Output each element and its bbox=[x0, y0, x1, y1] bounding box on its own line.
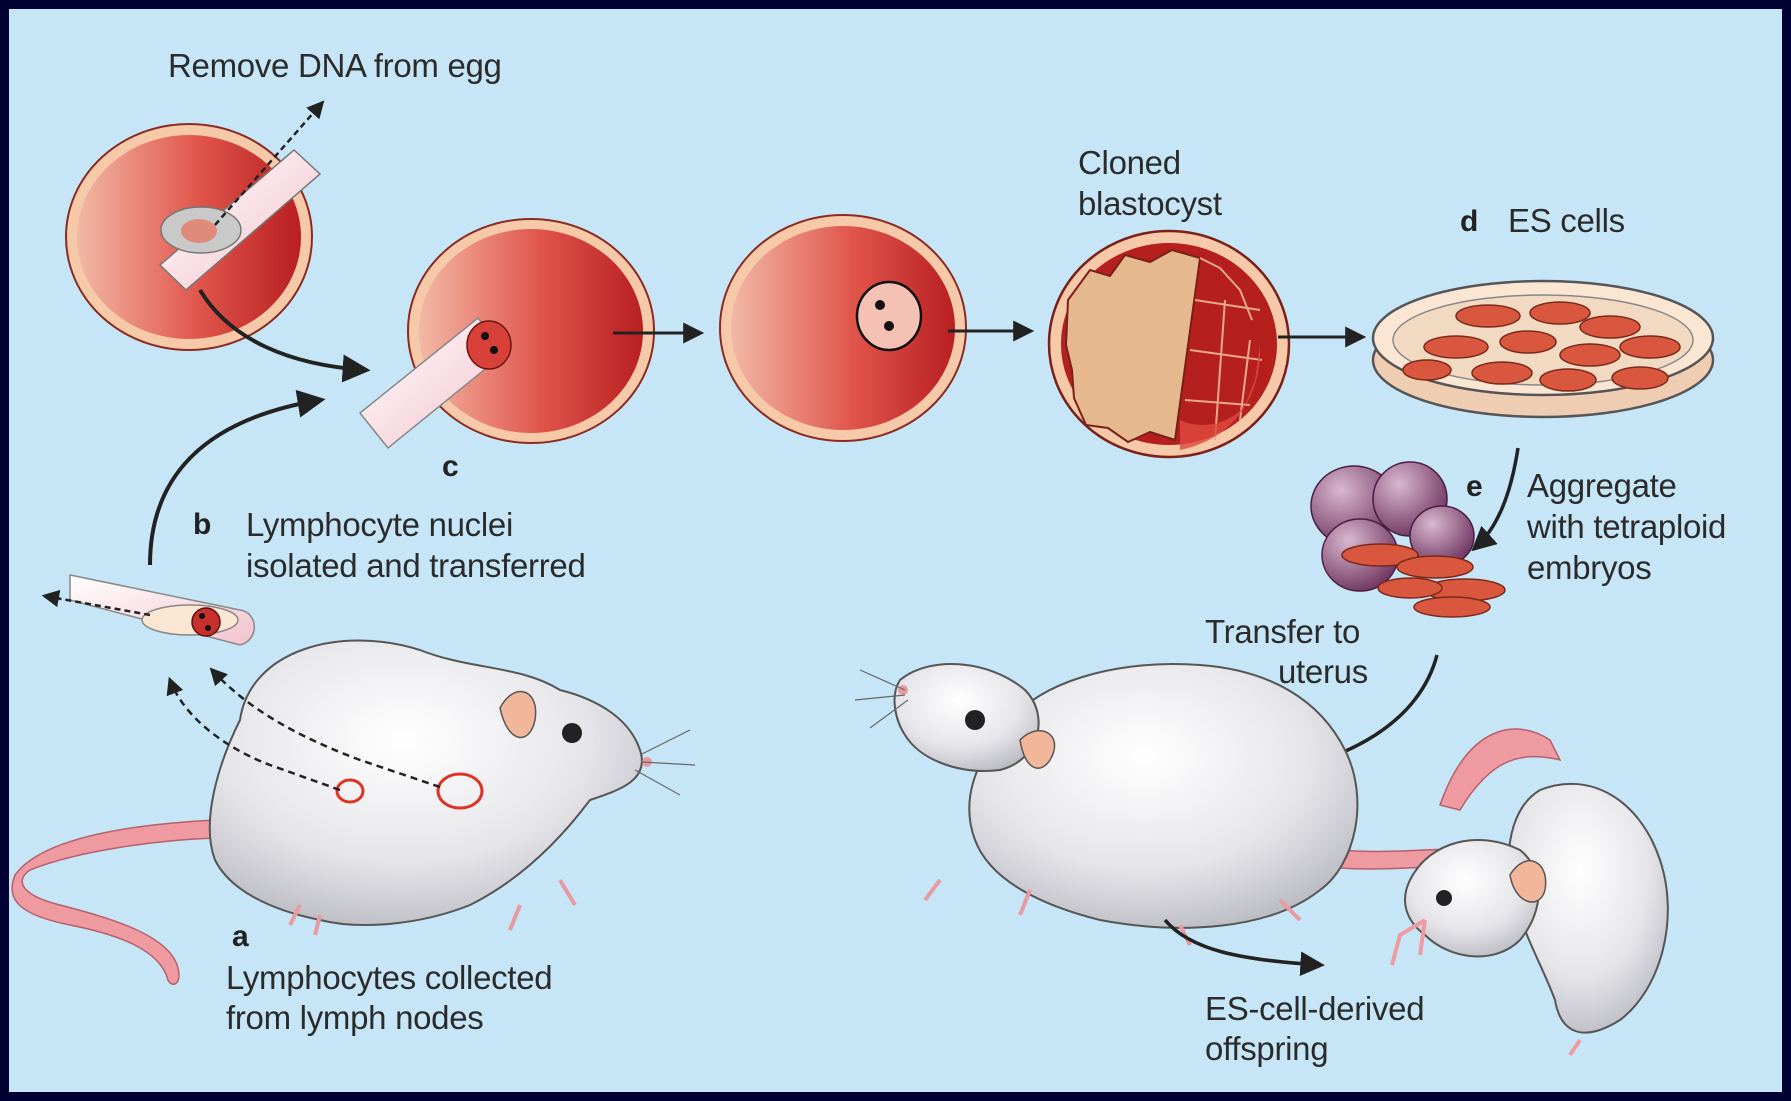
egg-nuclear-transfer bbox=[360, 219, 654, 448]
aggregate-label-line1: Aggregate bbox=[1527, 465, 1677, 506]
recipient-eye bbox=[965, 710, 985, 730]
donor-mouse bbox=[12, 641, 695, 985]
lymphocytes-collected-label-line2: from lymph nodes bbox=[226, 997, 483, 1038]
step-d-marker: d bbox=[1460, 205, 1478, 239]
aggregate-label-line2: with tetraploid bbox=[1527, 506, 1726, 547]
lymphocyte-nuclei-label-line2: isolated and transferred bbox=[246, 545, 586, 586]
donor-tail bbox=[12, 820, 215, 984]
egg-enucleation bbox=[66, 103, 322, 350]
transfer-label-line2: uterus bbox=[1278, 651, 1368, 692]
egg-reconstructed bbox=[720, 215, 966, 441]
aggregate-label-line3: embryos bbox=[1527, 547, 1651, 588]
donor-eye bbox=[562, 723, 582, 743]
step-c-marker: c bbox=[442, 450, 459, 484]
petri-dish-es-cells bbox=[1373, 281, 1713, 417]
offspring-label-line2: offspring bbox=[1205, 1028, 1328, 1069]
es-cells-label: ES cells bbox=[1508, 200, 1625, 241]
cloned-blastocyst-label-line2: blastocyst bbox=[1078, 183, 1222, 224]
step-e-marker: e bbox=[1466, 470, 1483, 504]
lymphocyte-nuclei-label-line1: Lymphocyte nuclei bbox=[246, 504, 513, 545]
step-a-marker: a bbox=[232, 920, 249, 954]
remove-dna-label: Remove DNA from egg bbox=[168, 45, 502, 86]
offspring-eye bbox=[1436, 890, 1452, 906]
offspring-mouse bbox=[1392, 729, 1668, 1055]
step-b-marker: b bbox=[193, 508, 211, 542]
cloned-blastocyst-label-line1: Cloned bbox=[1078, 142, 1181, 183]
lymphocyte-pipette bbox=[45, 575, 254, 645]
offspring-label-line1: ES-cell-derived bbox=[1205, 988, 1424, 1029]
lymphocytes-collected-label-line1: Lymphocytes collected bbox=[226, 957, 552, 998]
cloned-blastocyst bbox=[1049, 231, 1289, 457]
transfer-label-line1: Transfer to bbox=[1205, 611, 1360, 652]
